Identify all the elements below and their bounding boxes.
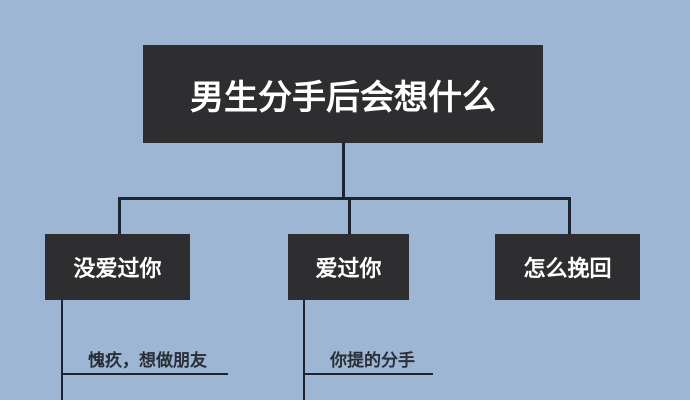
branch-box-1: 没爱过你 bbox=[45, 234, 190, 300]
sub-label-2: 你提的分手 bbox=[330, 351, 415, 371]
title-box: 男生分手后会想什么 bbox=[143, 45, 543, 143]
connector-line bbox=[61, 373, 228, 375]
connector-line bbox=[303, 373, 433, 375]
branch-box-2: 爱过你 bbox=[288, 234, 409, 300]
connector-line bbox=[61, 300, 63, 400]
connector-line bbox=[568, 197, 571, 235]
sub-label-1: 愧疚，想做朋友 bbox=[88, 351, 207, 371]
branch-box-3: 怎么挽回 bbox=[495, 234, 640, 300]
connector-line bbox=[342, 143, 345, 200]
connector-line bbox=[303, 300, 305, 400]
connector-line bbox=[118, 197, 571, 200]
connector-line bbox=[348, 197, 351, 235]
connector-line bbox=[118, 197, 121, 235]
